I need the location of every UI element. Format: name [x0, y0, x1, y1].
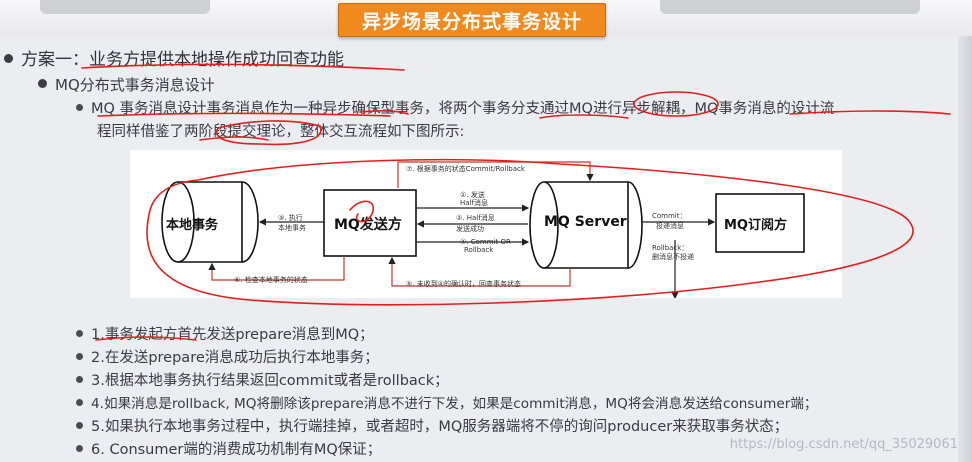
step-item: 3.根据本地事务执行结果返回commit或者是rollback； [76, 369, 449, 390]
bullet-dot [76, 399, 83, 406]
box-mq-server: MQ Server [544, 214, 627, 230]
label-step2-a: ②. Half消息 [456, 214, 495, 223]
bullet-dot [76, 104, 83, 111]
bullet-dot [76, 422, 83, 429]
bullet-dot [76, 330, 83, 337]
bullet-dot [76, 353, 83, 360]
label-commit-a: Commit： [652, 212, 687, 221]
interaction-diagram: 本地事务 MQ发送方 MQ Server MQ订阅方 ⑦. 根据事务的状态Com… [130, 150, 842, 298]
label-step3-a: ③. 执行 [278, 214, 303, 223]
intro-line-2: 程同样借鉴了两阶段提交理论，整体交互流程如下图所示: [97, 120, 464, 141]
step-text: 4.如果消息是rollback, MQ将删除该prepare消息不进行下发，如果… [91, 396, 818, 412]
step-item: 5.如果执行本地事务过程中，执行端挂掉，或者超时，MQ服务器端将不停的询问pro… [76, 415, 788, 436]
label-step4-b: Rollback [464, 246, 493, 255]
label-step5: ⑤. 未收到④的确认时，回查事务状态 [406, 280, 521, 289]
intro-line-1: MQ 事务消息设计事务消息作为一种异步确保型事务，将两个事务分支通过MQ进行异步… [76, 97, 834, 118]
step-item: 6. Consumer端的消费成功机制有MQ保证； [76, 438, 381, 459]
box-local-transaction: 本地事务 [166, 214, 218, 233]
intro-text-1: MQ 事务消息设计事务消息作为一种异步确保型事务，将两个事务分支通过MQ进行异步… [91, 101, 834, 117]
plan-prefix: 方案一： [21, 50, 89, 70]
step-text: 5.如果执行本地事务过程中，执行端挂掉，或者超时，MQ服务器端将不停的询问pro… [91, 419, 788, 435]
step-item: 2.在发送prepare消息成功后执行本地事务； [76, 346, 379, 367]
slide-title: 异步场景分布式事务设计 [338, 3, 606, 37]
label-rollback-b: 删消息不投递 [652, 253, 694, 262]
step-text: 2.在发送prepare消息成功后执行本地事务； [91, 350, 379, 366]
box-mq-sender: MQ发送方 [334, 214, 402, 234]
label-step6: ⑥. 检查本地事务的状态 [234, 276, 308, 285]
step-text: 3.根据本地事务执行结果返回commit或者是rollback； [91, 373, 449, 389]
step-text: 6. Consumer端的消费成功机制有MQ保证； [91, 442, 381, 458]
label-commit-b: 投递消息 [656, 222, 684, 231]
label-rollback-a: Rollback： [652, 244, 688, 253]
bullet-dot [76, 445, 83, 452]
decor-shape [40, 0, 210, 14]
label-step7: ⑦. 根据事务的状态Commit/Rollback [406, 165, 525, 174]
plan-bullet: 方案一：业务方提供本地操作成功回查功能 [4, 45, 344, 70]
step-item: 1.事务发起方首先发送prepare消息到MQ； [76, 323, 374, 344]
label-step2-b: 发送成功 [456, 225, 484, 234]
watermark: https://blog.csdn.net/qq_35029061 [730, 437, 958, 452]
step-item: 4.如果消息是rollback, MQ将删除该prepare消息不进行下发，如果… [76, 392, 818, 412]
decor-shape [660, 0, 920, 14]
step-text: 1.事务发起方首先发送prepare消息到MQ； [91, 327, 374, 343]
bullet-dot [38, 79, 47, 88]
label-step3-b: 本地事务 [278, 224, 306, 233]
bullet-dot [76, 376, 83, 383]
label-step1-b: Half消息 [460, 199, 488, 208]
plan-text: 业务方提供本地操作成功回查功能 [89, 50, 344, 70]
bullet-dot [4, 54, 13, 63]
sub-bullet: MQ分布式事务消息设计 [38, 74, 215, 95]
sub-heading: MQ分布式事务消息设计 [55, 76, 215, 94]
box-mq-subscriber: MQ订阅方 [724, 214, 787, 233]
slide-edge [958, 36, 972, 462]
